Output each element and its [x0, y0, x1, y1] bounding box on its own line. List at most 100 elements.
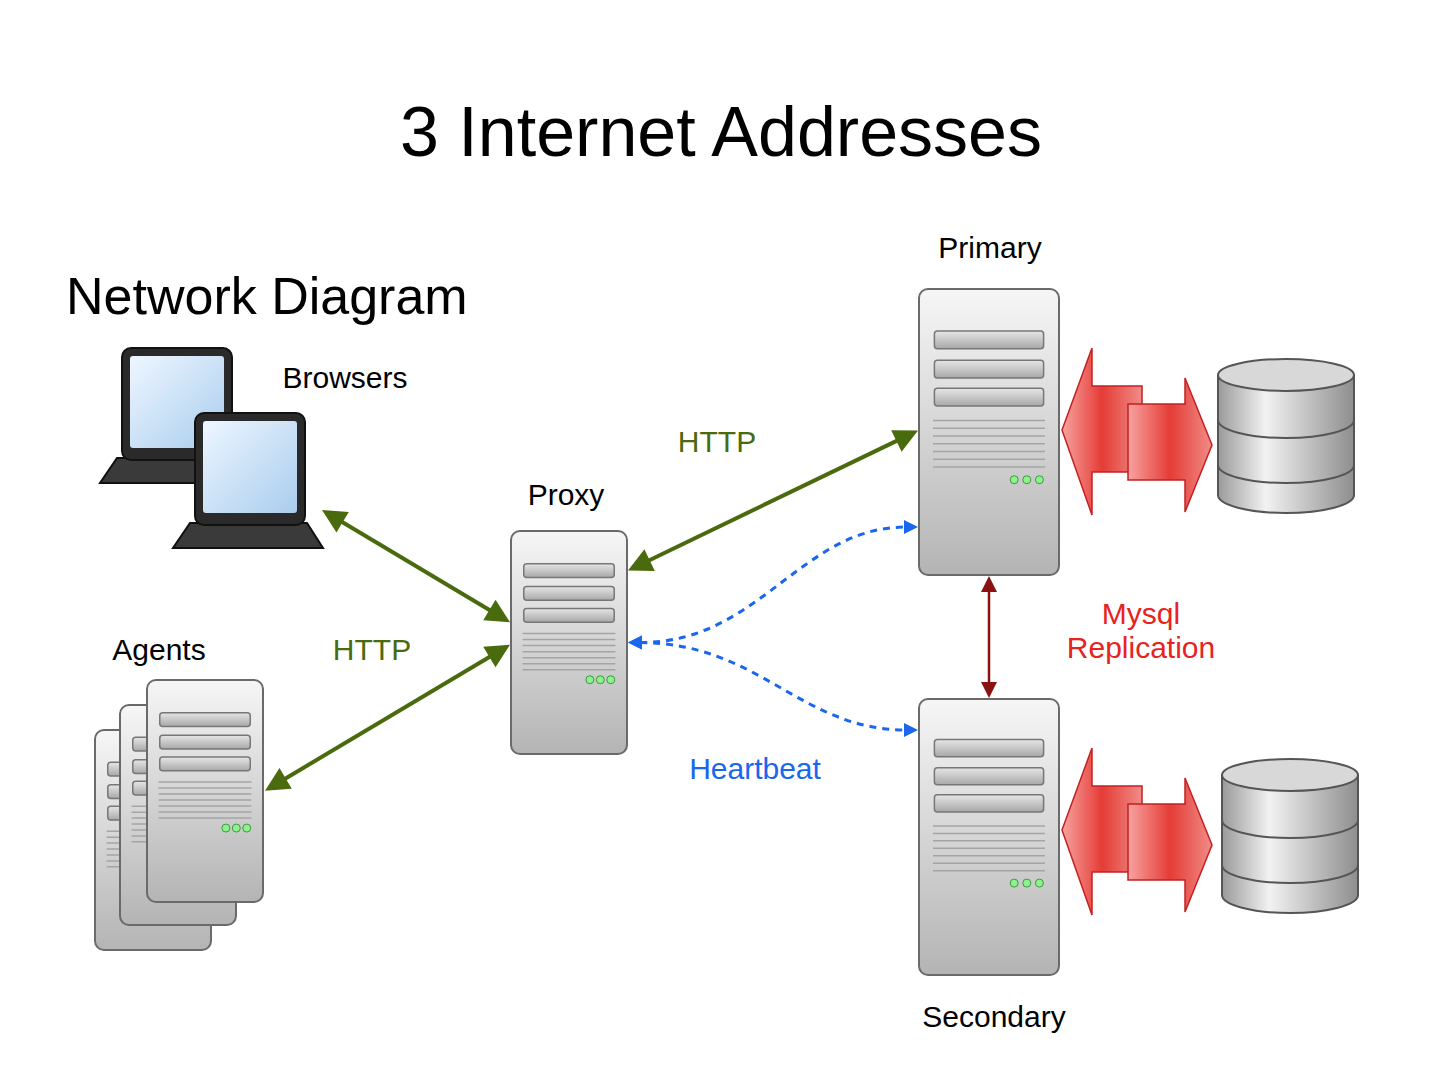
diagram-title: 3 Internet Addresses [400, 92, 1042, 172]
grill-line [159, 787, 252, 789]
node-label: Browsers [282, 361, 407, 395]
connector-line [284, 656, 491, 779]
grill-line [933, 855, 1045, 857]
node-label: Agents [112, 633, 205, 667]
arrowhead [483, 600, 510, 623]
status-led [1035, 476, 1043, 484]
server-case [147, 680, 263, 902]
status-led [586, 676, 594, 684]
grill-line [523, 633, 616, 635]
grill-line [933, 840, 1045, 842]
server-case [919, 699, 1059, 975]
http-link [628, 430, 918, 571]
arrowhead [904, 723, 918, 737]
grill-line [523, 651, 616, 653]
http-link [322, 510, 510, 622]
grill-line [523, 645, 616, 647]
status-led [232, 824, 240, 832]
node-label: Proxy [528, 478, 605, 512]
connector-line [640, 527, 906, 643]
grill-line [159, 781, 252, 783]
arrowhead [483, 645, 510, 668]
laptop-base [173, 523, 323, 548]
arrowhead [628, 636, 642, 650]
arrowhead [904, 520, 918, 534]
grill-line [523, 639, 616, 641]
drive-slot [160, 735, 250, 749]
secondary-server: Secondary [918, 698, 1060, 976]
heartbeat-link [628, 520, 918, 650]
grill-line [933, 435, 1045, 437]
proxy-server: Proxy [510, 530, 628, 755]
grill-line [159, 793, 252, 795]
arrowhead [981, 682, 997, 698]
drive-slot [160, 757, 250, 771]
grill-line [159, 817, 252, 819]
arrowhead [265, 768, 292, 791]
drive-slot [934, 740, 1043, 757]
grill-line [933, 833, 1045, 835]
browser-group: Browsers [100, 348, 322, 548]
status-led [1023, 476, 1031, 484]
drive-slot [524, 608, 614, 622]
drive-slot [524, 587, 614, 601]
grill-line [933, 825, 1045, 827]
status-led [1035, 879, 1043, 887]
primary-server-icon [918, 288, 1060, 576]
status-led [596, 676, 604, 684]
grill-line [523, 657, 616, 659]
node-label: Secondary [922, 1000, 1065, 1034]
replication-link [981, 576, 997, 698]
primary-server: Primary [918, 288, 1060, 576]
secondary-server-icon [918, 698, 1060, 976]
primary-db-link [1062, 348, 1212, 515]
grill-line [933, 443, 1045, 445]
server-case [511, 531, 627, 754]
arrowhead [891, 430, 918, 452]
heartbeat-link [628, 636, 918, 737]
grill-line [933, 870, 1045, 872]
agent-servers: Agents [95, 680, 265, 952]
arrowhead [322, 510, 349, 533]
status-led [222, 824, 230, 832]
red-arrow [1128, 378, 1212, 512]
red-arrow [1128, 778, 1212, 912]
grill-line [933, 451, 1045, 453]
status-led [607, 676, 615, 684]
grill-line [159, 805, 252, 807]
drive-slot [934, 768, 1043, 785]
grill-line [159, 811, 252, 813]
drive-slot [934, 331, 1043, 349]
grill-line [933, 420, 1045, 422]
status-led [1010, 476, 1018, 484]
grill-line [159, 799, 252, 801]
drive-slot [934, 795, 1043, 812]
agent-servers-icon [95, 680, 265, 952]
secondary-database [1222, 759, 1358, 913]
drive-slot [934, 360, 1043, 378]
grill-line [523, 663, 616, 665]
laptop-screen [195, 413, 305, 525]
primary-database [1218, 359, 1354, 513]
status-led [1023, 879, 1031, 887]
section-heading: Network Diagram [66, 266, 468, 326]
proxy-server-icon [510, 530, 628, 755]
disk-top [1222, 759, 1358, 791]
grill-line [523, 669, 616, 671]
connector-line [640, 643, 906, 730]
grill-line [933, 848, 1045, 850]
status-led [1010, 879, 1018, 887]
status-led [243, 824, 251, 832]
grill-line [933, 862, 1045, 864]
drive-slot [934, 388, 1043, 406]
grill-line [933, 428, 1045, 430]
arrowhead [628, 636, 642, 650]
secondary-db-link [1062, 748, 1212, 915]
edge-label: HTTP [329, 633, 415, 667]
connector-line [341, 521, 491, 611]
grill-line [933, 466, 1045, 468]
grill-line [933, 458, 1045, 460]
node-label: Primary [938, 231, 1041, 265]
edge-label: HTTP [674, 425, 760, 459]
